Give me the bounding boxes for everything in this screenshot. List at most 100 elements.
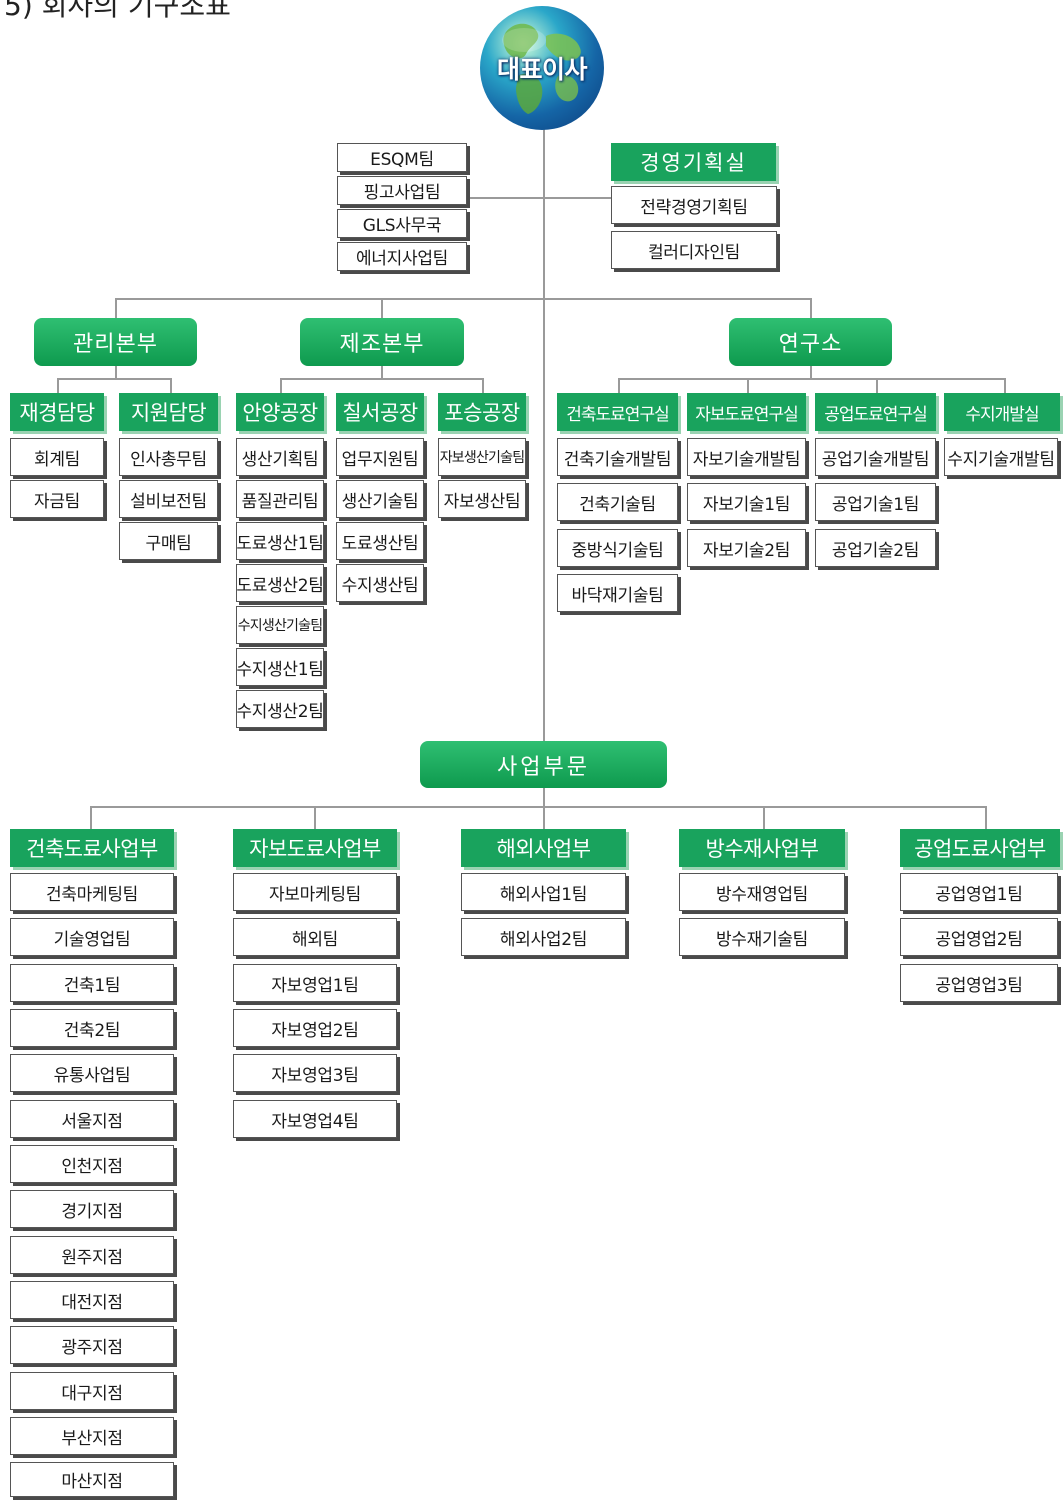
biz-water: 방수재사업부 [679,829,845,867]
biz-ind-team-1: 공업영업1팀 [900,873,1058,911]
biz-arch-team-6: 서울지점 [10,1100,174,1138]
biz-ind-team-3: 공업영업3팀 [900,964,1058,1002]
finance-team-2: 자금팀 [10,480,104,518]
support-unit: 지원담당 [119,393,218,431]
biz-auto-team-5: 자보영업3팀 [233,1054,397,1092]
anyang-team-6: 수지생산1팀 [236,648,324,686]
lab-arch: 건축도료연구실 [557,393,678,431]
support-team-2: 설비보전팀 [119,480,218,518]
main-trunk-line [543,128,545,742]
admin-drop [115,298,117,319]
lab-stem [810,365,812,379]
globe-icon [502,23,581,114]
business-drop-4 [763,806,765,829]
business-branch [90,806,987,808]
staff-team-2: 핑고사업팀 [337,176,467,205]
support-team-3: 구매팀 [119,522,218,560]
finance-team-1: 회계팀 [10,438,104,476]
business-division: 사업부문 [420,741,667,788]
business-drop-3 [543,806,545,829]
business-drop-1 [90,806,92,829]
lab-ind-team-3: 공업기술2팀 [815,529,936,567]
anyang-team-3: 도료생산1팀 [236,522,324,560]
mfg-drop-3 [482,378,484,393]
anyang-team-1: 생산기획팀 [236,438,324,476]
biz-overseas: 해외사업부 [461,829,626,867]
biz-overseas-team-2: 해외사업2팀 [461,918,626,956]
lab-ind: 공업도료연구실 [815,393,936,431]
lab-auto-team-2: 자보기술1팀 [687,483,806,521]
staff-team-3: GLS사무국 [337,209,467,238]
biz-arch-team-1: 건축마케팅팀 [10,873,174,911]
biz-arch-team-13: 부산지점 [10,1417,174,1455]
division-connector [115,298,812,300]
admin-division: 관리본부 [34,318,197,366]
biz-ind: 공업도료사업부 [900,829,1060,867]
biz-arch-team-2: 기술영업팀 [10,918,174,956]
lab-drop-3 [876,378,878,393]
biz-auto-team-6: 자보영업4팀 [233,1100,397,1138]
anyang-team-7: 수지생산2팀 [236,690,324,728]
biz-arch-team-11: 광주지점 [10,1326,174,1364]
biz-arch-team-9: 원주지점 [10,1236,174,1274]
mfg-stem [381,365,383,379]
biz-water-team-1: 방수재영업팀 [679,873,845,911]
lab-ind-team-2: 공업기술1팀 [815,483,936,521]
biz-auto-team-3: 자보영업1팀 [233,964,397,1002]
planning-team-2: 컬러디자인팀 [611,231,777,269]
business-drop-5 [985,806,987,829]
lab-arch-team-4: 바닥재기술팀 [557,574,678,612]
chilseo-team-3: 도료생산팀 [336,522,424,560]
lab-resin-team-1: 수지기술개발팀 [944,438,1058,476]
lab-ind-team-1: 공업기술개발팀 [815,438,936,476]
lab-arch-team-2: 건축기술팀 [557,483,678,521]
staff-team-4: 에너지사업팀 [337,242,467,271]
support-team-1: 인사총무팀 [119,438,218,476]
lab-arch-team-1: 건축기술개발팀 [557,438,678,476]
biz-arch-team-14: 마산지점 [10,1462,174,1497]
biz-arch-team-7: 인천지점 [10,1145,174,1183]
mfg-branch [280,378,484,380]
mfg-drop [381,298,383,319]
admin-drop-2 [170,378,172,393]
mfg-drop-1 [280,378,282,393]
poseung-team-2: 자보생산팀 [438,480,526,518]
business-drop-2 [314,806,316,829]
lab-auto-team-3: 자보기술2팀 [687,529,806,567]
planning-office: 경영기획실 [611,143,776,181]
staff-team-1: ESQM팀 [337,143,467,172]
chilseo-team-2: 생산기술팀 [336,480,424,518]
anyang-team-5: 수지생산기술팀 [236,606,324,644]
chilseo-team-4: 수지생산팀 [336,564,424,602]
admin-branch [57,378,172,380]
admin-stem [115,365,117,379]
finance-unit: 재경담당 [10,393,104,431]
ceo-globe: 대표이사 [480,6,604,130]
poseung-team-1: 자보생산기술팀 [438,438,526,476]
biz-overseas-team-1: 해외사업1팀 [461,873,626,911]
admin-drop-1 [57,378,59,393]
chilseo-team-1: 업무지원팀 [336,438,424,476]
lab-drop [810,298,812,319]
lab-drop-1 [618,378,620,393]
business-stem [543,787,545,807]
chilseo-plant: 칠서공장 [336,393,424,431]
biz-arch: 건축도료사업부 [10,829,174,867]
lab-division: 연구소 [729,318,892,366]
lab-drop-2 [747,378,749,393]
lab-drop-4 [1004,378,1006,393]
anyang-team-2: 품질관리팀 [236,480,324,518]
biz-water-team-2: 방수재기술팀 [679,918,845,956]
anyang-plant: 안양공장 [236,393,324,431]
biz-arch-team-12: 대구지점 [10,1372,174,1410]
poseung-plant: 포승공장 [438,393,526,431]
lab-auto: 자보도료연구실 [687,393,806,431]
page-title: 5) 회사의 기구조표 [4,0,231,22]
biz-arch-team-5: 유통사업팀 [10,1054,174,1092]
planning-team-1: 전략경영기획팀 [611,186,777,224]
anyang-team-4: 도료생산2팀 [236,564,324,602]
biz-ind-team-2: 공업영업2팀 [900,918,1058,956]
lab-auto-team-1: 자보기술개발팀 [687,438,806,476]
biz-auto: 자보도료사업부 [233,829,397,867]
biz-auto-team-2: 해외팀 [233,918,397,956]
